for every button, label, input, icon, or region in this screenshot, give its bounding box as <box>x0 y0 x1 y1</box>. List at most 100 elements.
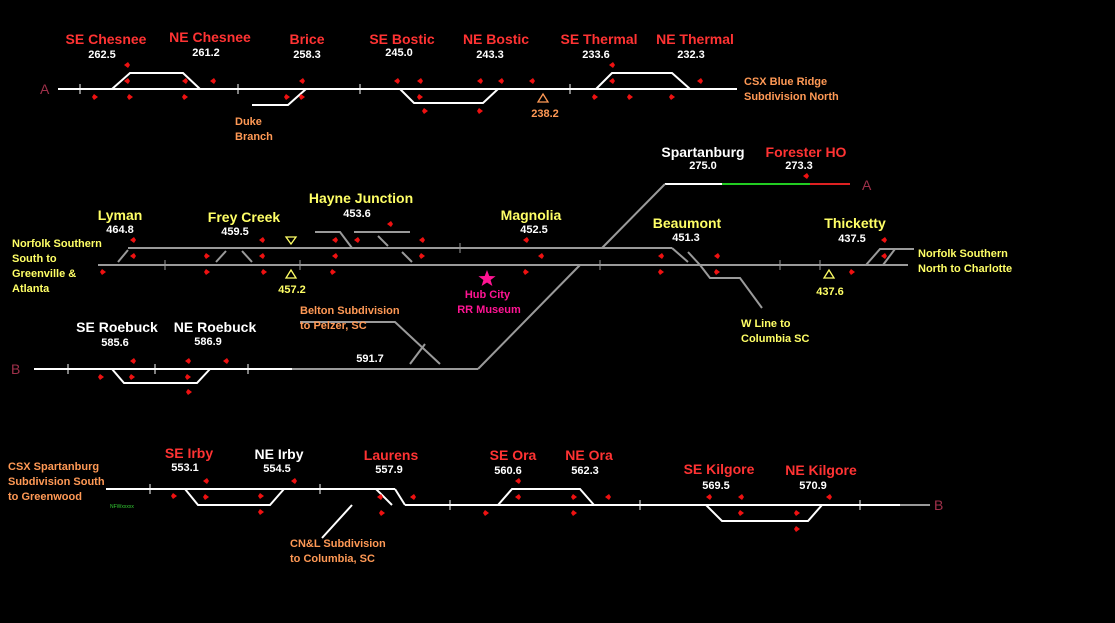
signal-icon <box>515 478 521 484</box>
signal-icon <box>129 374 135 380</box>
station-milepost: 232.3 <box>677 49 705 61</box>
end-marker-b-right: B <box>934 497 943 513</box>
station-name: Frey Creek <box>208 209 281 225</box>
signal-icon <box>261 269 267 275</box>
note-ns-south: Norfolk Southern South to Greenville & A… <box>12 238 105 295</box>
signal-icon <box>738 510 744 516</box>
signal-icon <box>185 374 191 380</box>
note-belton: Belton Subdivision to Pelzer, SC <box>300 305 403 332</box>
signal-icon <box>419 253 425 259</box>
detector-milepost: 457.2 <box>278 284 306 296</box>
signal-icon <box>803 173 809 179</box>
station-milepost: 557.9 <box>375 464 403 476</box>
station-milepost: 233.6 <box>582 49 610 61</box>
signal-icon <box>130 358 136 364</box>
station-name: SE Chesnee <box>66 31 147 47</box>
station-name: SE Bostic <box>369 31 435 47</box>
station-name: NE Kilgore <box>785 462 857 478</box>
signal-icon <box>299 94 305 100</box>
signal-icon <box>332 253 338 259</box>
signal-icon <box>258 493 264 499</box>
signal-icon <box>794 510 800 516</box>
station-name: Beaumont <box>653 215 722 231</box>
signal-icon <box>592 94 598 100</box>
signal-icon <box>204 269 210 275</box>
signal-icon <box>171 493 177 499</box>
station-name: SE Irby <box>165 445 213 461</box>
station-milepost: 437.5 <box>838 233 866 245</box>
museum-label: Hub City RR Museum <box>457 289 521 316</box>
signal-icon <box>849 269 855 275</box>
signal-icon <box>417 78 423 84</box>
signal-icon <box>881 253 887 259</box>
station-name: Forester HO <box>766 144 847 160</box>
station-name: SE Kilgore <box>684 461 755 477</box>
detector-milepost: 437.6 <box>816 286 844 298</box>
signal-icon <box>627 94 633 100</box>
station-milepost: 586.9 <box>194 336 222 348</box>
signal-icon <box>523 269 529 275</box>
signal-icon <box>299 78 305 84</box>
blue-ridge-line <box>58 72 737 106</box>
note-duke-branch: Duke Branch <box>235 116 273 143</box>
signal-icon <box>259 253 265 259</box>
signal-icon <box>477 78 483 84</box>
signal-icon <box>92 94 98 100</box>
station-name: Spartanburg <box>661 144 744 160</box>
signal-markers <box>92 62 887 532</box>
signal-icon <box>258 509 264 515</box>
station-name: NE Irby <box>254 446 303 462</box>
station-milepost: 585.6 <box>101 337 129 349</box>
signal-icon <box>259 237 265 243</box>
signal-icon <box>605 494 611 500</box>
end-marker-a-right: A <box>862 177 872 193</box>
note-blue-ridge: CSX Blue Ridge Subdivision North <box>744 76 839 103</box>
signal-icon <box>130 237 136 243</box>
signal-icon <box>417 94 423 100</box>
note-ns-north: Norfolk Southern North to Charlotte <box>918 248 1012 275</box>
station-milepost: 451.3 <box>672 232 700 244</box>
signal-icon <box>658 253 664 259</box>
station-name: NE Chesnee <box>169 29 251 45</box>
signal-icon <box>571 494 577 500</box>
spartanburg-sub-line <box>106 488 930 539</box>
signal-icon <box>714 269 720 275</box>
station-milepost: 464.8 <box>106 224 134 236</box>
detector-icons <box>284 92 836 279</box>
signal-icon <box>377 494 383 500</box>
station-name: NE Bostic <box>463 31 529 47</box>
end-marker-b: B <box>11 361 20 377</box>
signal-icon <box>182 78 188 84</box>
station-name: SE Roebuck <box>76 319 158 335</box>
roebuck-line <box>34 321 478 384</box>
signal-icon <box>182 94 188 100</box>
signal-icon <box>422 108 428 114</box>
signal-icon <box>210 78 216 84</box>
note-csx-spartanburg: CSX Spartanburg Subdivision South to Gre… <box>8 461 108 503</box>
station-milepost: 562.3 <box>571 465 599 477</box>
signal-icon <box>477 108 483 114</box>
signal-icon <box>881 237 887 243</box>
signal-icon <box>332 237 338 243</box>
note-cnl: CN&L Subdivision to Columbia, SC <box>290 538 389 565</box>
signal-icon <box>410 494 416 500</box>
station-milepost: 452.5 <box>520 224 548 236</box>
note-w-line: W Line to Columbia SC <box>741 318 810 345</box>
signal-icon <box>515 494 521 500</box>
signal-icon <box>706 494 712 500</box>
detector-milepost: 238.2 <box>531 108 559 120</box>
signal-icon <box>483 510 489 516</box>
milepost-label: 591.7 <box>356 353 384 365</box>
signal-icon <box>794 526 800 532</box>
signal-icon <box>354 237 360 243</box>
station-milepost: 262.5 <box>88 49 116 61</box>
signal-icon <box>223 358 229 364</box>
signal-icon <box>387 221 393 227</box>
end-marker-a: A <box>40 81 50 97</box>
signal-icon <box>379 510 385 516</box>
signal-icon <box>571 510 577 516</box>
signal-icon <box>130 253 136 259</box>
signal-icon <box>669 94 675 100</box>
norfolk-southern-line <box>98 231 914 370</box>
